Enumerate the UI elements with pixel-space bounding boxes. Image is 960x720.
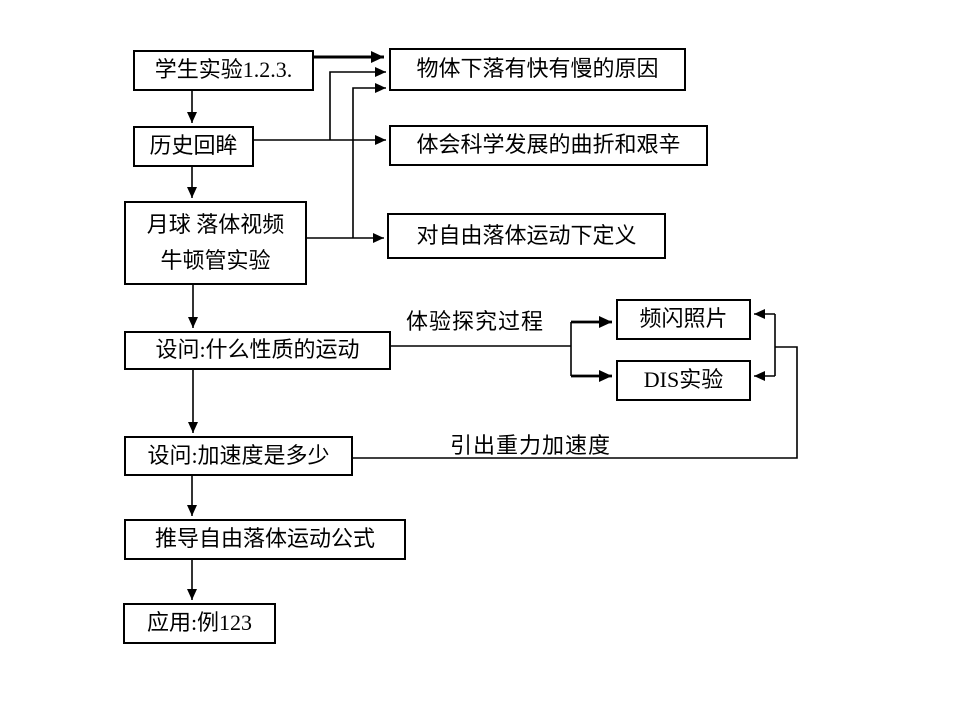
edge-label-derive-gravity: 引出重力加速度: [450, 433, 612, 458]
node-free-fall-definition-label: 对自由落体运动下定义: [416, 222, 637, 248]
node-question-acceleration-label: 设问:加速度是多少: [147, 442, 330, 468]
node-derive-formula: 推导自由落体运动公式: [124, 519, 406, 560]
edge-moon-branch-to-reason: [352, 83, 386, 238]
node-student-experiment: 学生实验1.2.3.: [133, 50, 314, 91]
node-newton-tube-label: 牛顿管实验: [160, 248, 271, 273]
node-free-fall-definition: 对自由落体运动下定义: [387, 213, 666, 259]
node-falling-reason-label: 物体下落有快有慢的原因: [416, 56, 659, 82]
node-question-motion-label: 设问:什么性质的运动: [155, 337, 360, 363]
node-question-acceleration: 设问:加速度是多少: [124, 436, 353, 476]
node-dis-experiment: DIS实验: [616, 360, 751, 401]
node-falling-reason: 物体下落有快有慢的原因: [389, 48, 686, 91]
node-history-review-label: 历史回眸: [149, 133, 238, 159]
node-science-development-label: 体会科学发展的曲折和艰辛: [416, 132, 681, 158]
node-science-development: 体会科学发展的曲折和艰辛: [389, 125, 708, 166]
node-history-review: 历史回眸: [133, 126, 254, 167]
node-strobe-photo-label: 频闪照片: [639, 306, 728, 332]
edge-label-experience-inquiry: 体验探究过程: [406, 309, 545, 334]
edge-history-branch-to-reason: [329, 67, 386, 140]
node-strobe-photo: 频闪照片: [616, 299, 751, 340]
node-dis-experiment-label: DIS实验: [643, 367, 724, 393]
node-moon-newton-experiment: 月球 落体视频 牛顿管实验: [124, 201, 307, 285]
node-application-examples-label: 应用:例123: [146, 610, 253, 636]
node-application-examples: 应用:例123: [123, 603, 276, 644]
node-derive-formula-label: 推导自由落体运动公式: [154, 526, 375, 552]
node-student-experiment-label: 学生实验1.2.3.: [154, 57, 293, 83]
node-question-motion: 设问:什么性质的运动: [124, 331, 391, 370]
node-moon-video-label: 月球 落体视频: [146, 211, 285, 237]
